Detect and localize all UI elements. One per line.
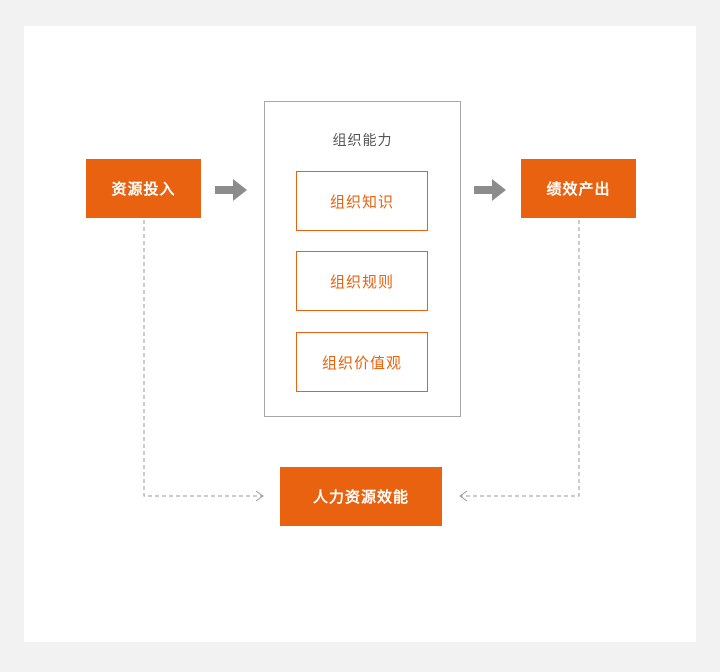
capability-title: 组织能力 (332, 133, 393, 149)
capability-item-label: 组织知识 (329, 192, 394, 211)
dashed-line-input-to-efficiency (143, 220, 262, 497)
arrow-capability-to-output (474, 179, 506, 201)
capability-item-rules: 组织规则 (296, 251, 428, 311)
capability-item-values: 组织价值观 (296, 332, 428, 392)
dashed-line-output-to-efficiency (461, 220, 580, 497)
capability-item-knowledge: 组织知识 (296, 171, 428, 231)
performance-output-box: 绩效产出 (521, 159, 636, 218)
dashed-arrowhead-right (459, 490, 468, 502)
resource-input-label: 资源投入 (111, 180, 176, 198)
performance-output-label: 绩效产出 (546, 180, 611, 198)
capability-item-label: 组织规则 (329, 272, 394, 291)
hr-efficiency-label: 人力资源效能 (312, 488, 409, 506)
resource-input-box: 资源投入 (86, 159, 201, 218)
hr-efficiency-box: 人力资源效能 (280, 467, 442, 526)
capability-item-label: 组织价值观 (321, 353, 402, 372)
dashed-arrowhead-left (255, 490, 264, 502)
arrow-input-to-capability (215, 179, 247, 201)
